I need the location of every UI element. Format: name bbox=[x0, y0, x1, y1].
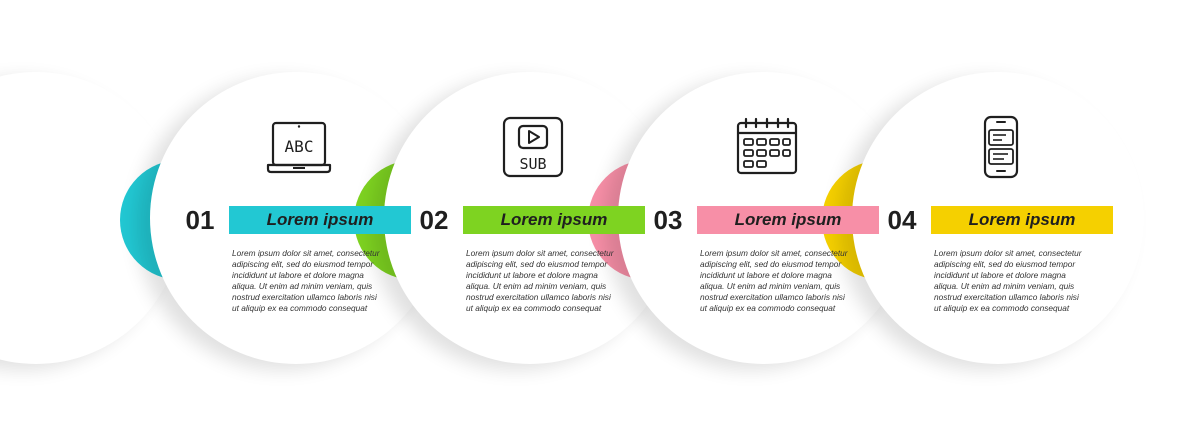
video-subtitles-label: SUB bbox=[519, 155, 546, 173]
step-4-title-bar: Lorem ipsum bbox=[931, 206, 1113, 234]
laptop-abc-icon: ABC bbox=[266, 121, 332, 174]
step-3-title-bar: Lorem ipsum bbox=[697, 206, 879, 234]
step-4-description: Lorem ipsum dolor sit amet, consectetur … bbox=[934, 248, 1082, 313]
step-1-title-bar: Lorem ipsum bbox=[229, 206, 411, 234]
step-2-number: 02 bbox=[419, 205, 449, 235]
step-4-number: 04 bbox=[887, 205, 917, 235]
laptop-abc-label: ABC bbox=[285, 137, 314, 156]
step-2-title-bar: Lorem ipsum bbox=[463, 206, 645, 234]
step-3-title: Lorem ipsum bbox=[734, 210, 842, 229]
step-2-title: Lorem ipsum bbox=[500, 210, 608, 229]
calendar-icon bbox=[736, 117, 798, 175]
step-1-number: 01 bbox=[185, 205, 215, 235]
step-4-title: Lorem ipsum bbox=[968, 210, 1076, 229]
smartphone-chat-icon bbox=[983, 115, 1019, 179]
step-3-number: 03 bbox=[653, 205, 683, 235]
step-1-description: Lorem ipsum dolor sit amet, consectetur … bbox=[232, 248, 380, 313]
step-2-description: Lorem ipsum dolor sit amet, consectetur … bbox=[466, 248, 614, 313]
step-3-description: Lorem ipsum dolor sit amet, consectetur … bbox=[700, 248, 848, 313]
video-subtitles-icon: SUB bbox=[502, 116, 564, 178]
step-1-title: Lorem ipsum bbox=[266, 210, 374, 229]
